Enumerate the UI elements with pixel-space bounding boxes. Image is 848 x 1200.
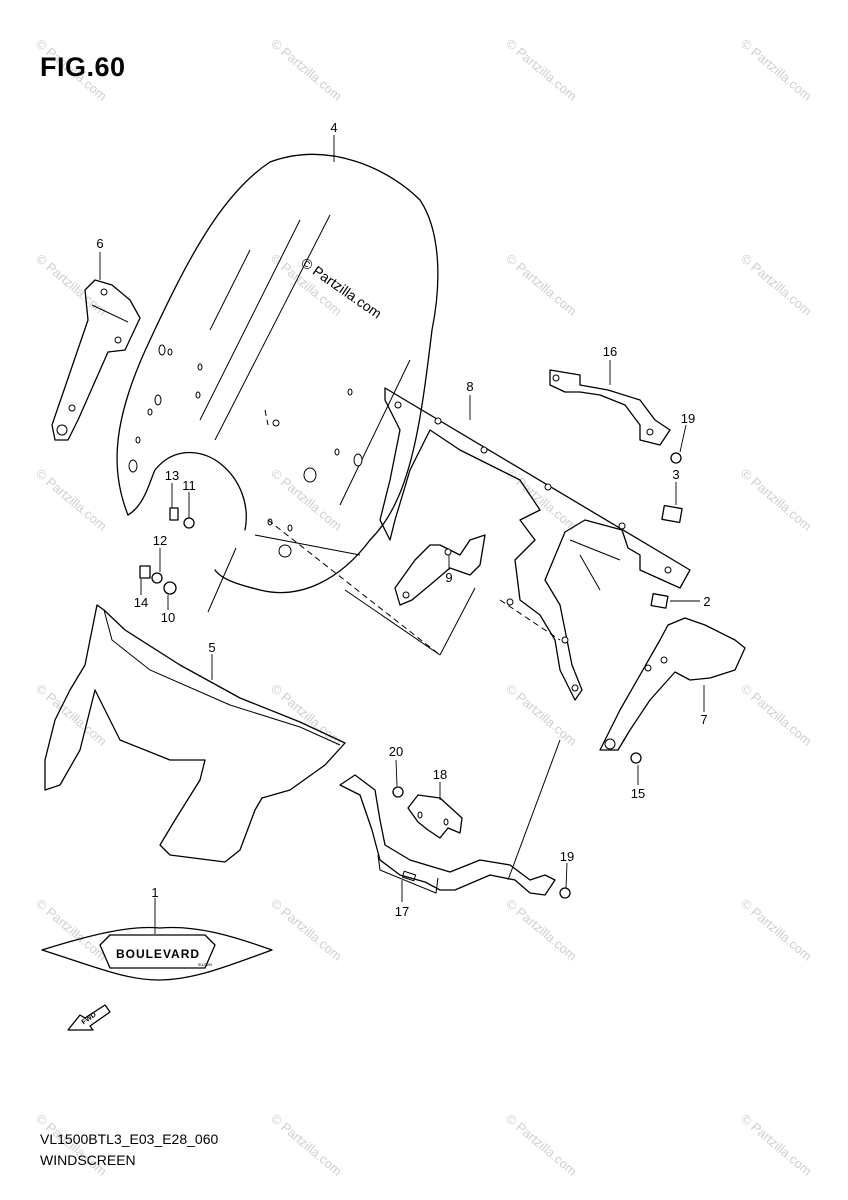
callout-18: 18	[433, 767, 447, 782]
cowl-garnish-part	[44, 604, 346, 863]
callout-2: 2	[703, 594, 710, 609]
callout-20: 20	[389, 744, 403, 759]
callout-19-lower: 19	[560, 849, 574, 864]
watermark-text: © Partzilla.com	[503, 1111, 580, 1179]
callout-10: 10	[161, 610, 175, 625]
watermark-text: © Partzilla.com	[738, 251, 815, 319]
figure-title: FIG.60	[40, 52, 126, 82]
watermark-text: © Partzilla.com	[268, 681, 345, 749]
callout-8: 8	[466, 379, 473, 394]
leader-lines	[99, 135, 705, 934]
left-stay-part	[51, 279, 141, 441]
fwd-arrow-icon: FWD	[67, 1004, 111, 1031]
watermark-text: © Partzilla.com	[738, 36, 815, 104]
callout-9: 9	[445, 570, 452, 585]
callout-12: 12	[153, 533, 167, 548]
figure-code: VL1500BTL3_E03_E28_060	[40, 1131, 219, 1147]
callout-14: 14	[134, 595, 148, 610]
watermark-text: © Partzilla.com	[503, 466, 580, 534]
callout-16: 16	[603, 344, 617, 359]
watermark-text: © Partzilla.com	[503, 36, 580, 104]
watermark-text: © Partzilla.com	[503, 681, 580, 749]
stay-bar-part	[549, 369, 671, 446]
fastener-parts	[139, 452, 683, 899]
callout-6: 6	[96, 236, 103, 251]
lower-bar-part	[339, 774, 556, 896]
small-bracket-part	[394, 534, 486, 606]
watermark-text: © Partzilla.com	[738, 896, 815, 964]
watermark-text: © Partzilla.com	[503, 896, 580, 964]
fwd-label: FWD	[81, 1011, 98, 1026]
watermark-text: © Partzilla.com	[268, 1111, 345, 1179]
callout-layer: 1 2 3 4 5 6 7 8 9 10 11 12 13 14 15 16 1…	[96, 120, 710, 919]
watermark-text: © Partzilla.com	[503, 251, 580, 319]
callout-17: 17	[395, 904, 409, 919]
watermark-text: © Partzilla.com	[268, 896, 345, 964]
watermark-text: © Partzilla.com	[33, 896, 110, 964]
badge-subtext: SUZUKI	[198, 962, 213, 967]
watermark-text: © Partzilla.com	[738, 466, 815, 534]
callout-15: 15	[631, 786, 645, 801]
right-stay-part	[599, 617, 746, 751]
alignment-lines	[207, 409, 561, 881]
windscreen-part	[116, 153, 439, 594]
callout-11: 11	[182, 478, 196, 493]
callout-5: 5	[208, 640, 215, 655]
watermark-text: © Partzilla.com	[738, 1111, 815, 1179]
callout-13: 13	[165, 468, 179, 483]
emblem-badge-part: BOULEVARD SUZUKI	[41, 926, 273, 981]
watermark-text: © Partzilla.com	[738, 681, 815, 749]
callout-1: 1	[151, 885, 158, 900]
badge-text: BOULEVARD	[116, 947, 200, 961]
watermark-text: © Partzilla.com	[33, 466, 110, 534]
callout-7: 7	[700, 712, 707, 727]
callout-4: 4	[330, 120, 337, 135]
clamp-plate-part	[407, 794, 463, 839]
callout-19-upper: 19	[681, 411, 695, 426]
watermark-text: © Partzilla.com	[33, 681, 110, 749]
main-bracket-part	[379, 387, 691, 701]
callout-3: 3	[672, 467, 679, 482]
watermark-text: © Partzilla.com	[268, 36, 345, 104]
figure-name: WINDSCREEN	[40, 1152, 136, 1168]
